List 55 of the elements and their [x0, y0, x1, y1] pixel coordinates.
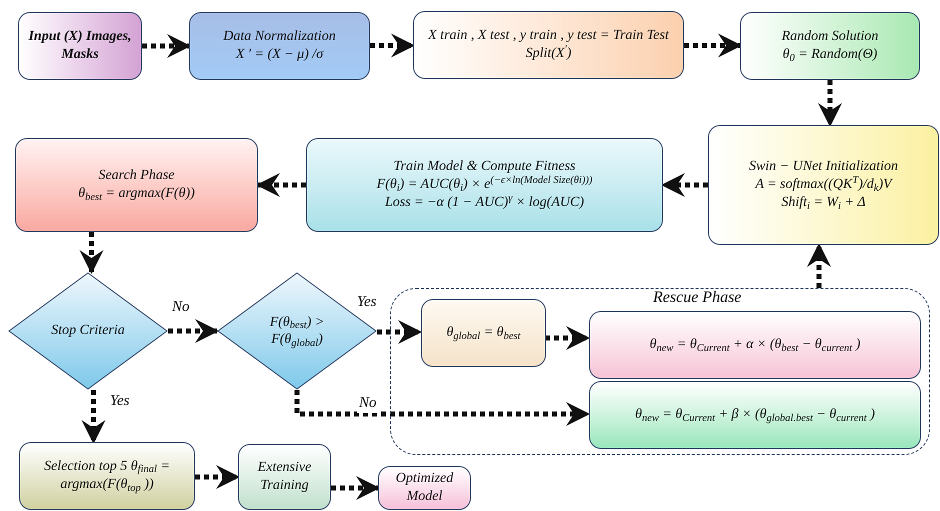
arrow	[545, 326, 590, 350]
arrow	[377, 320, 422, 344]
arrow	[80, 232, 104, 274]
node-text: Swin − UNet Initialization	[748, 158, 898, 176]
node-text: Random Solution	[782, 28, 878, 46]
arrow	[82, 390, 106, 444]
node-text: Selection top 5 θ$_{final}$ = argmax(F(θ$_{top}$ ))	[43, 458, 171, 494]
node-text: Search Phase	[98, 166, 175, 185]
process-box	[740, 12, 920, 80]
node-text: Optimized Model	[394, 470, 454, 506]
arrow	[818, 80, 842, 127]
arrow	[256, 173, 306, 197]
arrow	[684, 34, 742, 58]
node-text: Shift$_{i}$ = W$_{i}$ + Δ	[781, 194, 866, 212]
process-box	[378, 466, 471, 510]
arrow	[294, 390, 590, 426]
node-text: Data Normalization	[223, 28, 336, 46]
node-text: θ$_{best}$ = argmax(F(θ))	[78, 185, 195, 204]
node-text: X ′ = (X − μ) /σ	[236, 46, 324, 64]
node-text: A = softmax((QK$^{T}$)/d$_{k}$)V	[755, 176, 892, 194]
arrow	[331, 476, 380, 500]
node-text: F(θ$_{best}$) > F(θ$_{global}$)	[268, 314, 326, 348]
node-text: θ$_{0}$ = Random(Θ)	[782, 46, 878, 64]
process-box	[589, 311, 921, 379]
node-text: Loss = −α (1 − AUC)$^{γ}$ × log(AUC)	[384, 194, 584, 212]
process-box	[589, 381, 921, 449]
process-box	[238, 444, 331, 510]
node-text: F(θ$_{i}$) = AUC(θ$_{i}$) × e$^{(−ϵ×ln(Model Size(θi)))}$	[376, 176, 592, 194]
group-title: Rescue Phase	[653, 288, 742, 308]
arrow	[142, 34, 191, 58]
node-text: Stop Criteria	[51, 322, 125, 340]
process-box	[413, 11, 684, 79]
arrow	[661, 173, 708, 197]
node-text: Input (X) Images, Masks	[27, 28, 133, 64]
arrow	[807, 243, 831, 288]
edge-label: No	[357, 394, 379, 413]
node-text: X train , X test , y train , y test = Train Test Split(X$^{′}$)	[426, 26, 670, 63]
node-text: θ$_{new}$ = θ$_{Current}$ + α × (θ$_{best}$ − θ$_{current}$ )	[650, 336, 860, 354]
group-frame	[390, 288, 930, 455]
decision-diamond	[217, 272, 377, 390]
process-box	[306, 138, 663, 232]
node-text: Train Model & Compute Fitness	[394, 158, 576, 176]
node-text: Extensive Training	[256, 458, 312, 495]
input-box	[18, 12, 142, 80]
node-text: θ$_{new}$ = θ$_{Current}$ + β × (θ$_{global.best}$ − θ$_{current}$ )	[635, 406, 875, 424]
process-box	[19, 442, 195, 510]
decision-diamond	[8, 272, 168, 390]
node-text: θ$_{global}$ = θ$_{best}$	[446, 324, 520, 342]
arrow	[370, 34, 415, 58]
arrow	[168, 319, 219, 343]
arrow	[195, 465, 240, 489]
process-box	[708, 125, 939, 245]
process-box	[15, 138, 258, 232]
process-box	[421, 299, 546, 367]
process-box	[189, 12, 370, 80]
